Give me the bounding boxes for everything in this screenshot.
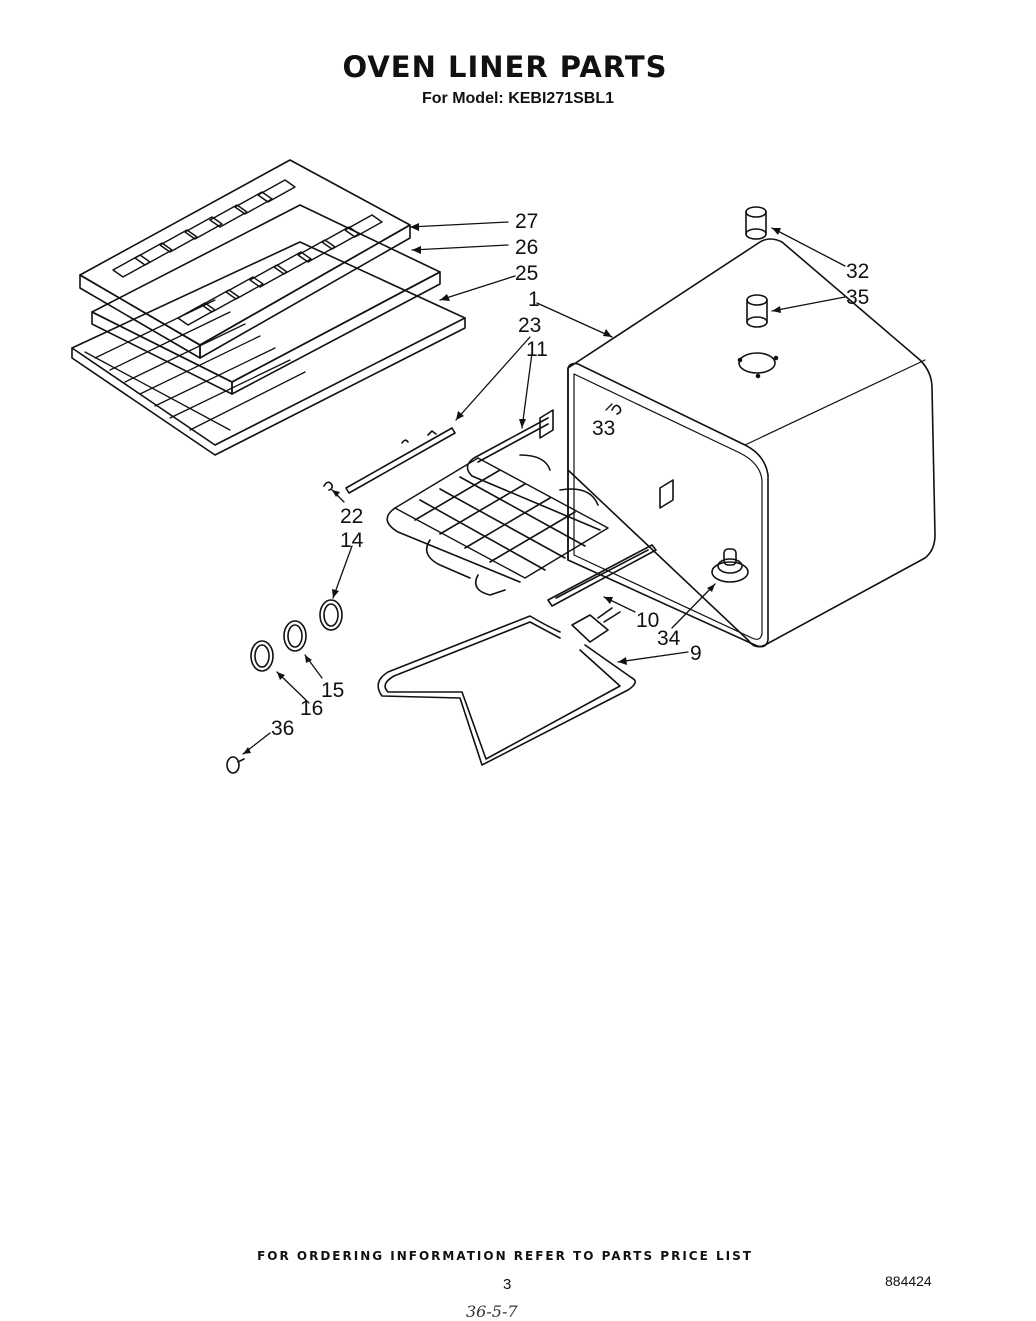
part-32-plug xyxy=(745,206,767,240)
callout-1: 1 xyxy=(528,288,540,311)
part-23-bracket-rail xyxy=(345,427,456,494)
part-9-bake-element xyxy=(377,607,636,766)
callout-22: 22 xyxy=(340,505,363,528)
part-14-ring xyxy=(319,599,343,631)
callout-32: 32 xyxy=(846,260,869,283)
callout-33: 33 xyxy=(592,417,615,440)
callout-35: 35 xyxy=(846,286,869,309)
part-33-clip xyxy=(611,404,622,415)
part-25-wire-rack xyxy=(71,241,466,456)
part-27-vented-panel xyxy=(79,159,411,359)
leader-arrowheads xyxy=(243,223,781,754)
part-11-broil-element xyxy=(386,417,609,596)
callout-14: 14 xyxy=(340,529,364,552)
document-number: 884424 xyxy=(885,1273,932,1289)
part-26-tray xyxy=(91,204,441,395)
callout-15: 15 xyxy=(321,679,344,702)
ordering-info-footer: FOR ORDERING INFORMATION REFER TO PARTS … xyxy=(257,1249,753,1263)
page-number: 3 xyxy=(503,1276,512,1293)
leader-lines xyxy=(242,221,846,755)
callout-25: 25 xyxy=(515,262,538,285)
callout-16: 16 xyxy=(300,697,323,720)
part-35-plug xyxy=(746,294,768,328)
callout-23: 23 xyxy=(518,314,541,337)
part-1-oven-liner-box xyxy=(539,238,936,648)
callout-11: 11 xyxy=(526,338,548,361)
callout-27: 27 xyxy=(515,210,538,233)
part-15-ring xyxy=(283,620,307,652)
part-36-screw xyxy=(226,756,245,774)
callout-36: 36 xyxy=(271,717,294,740)
callout-10: 10 xyxy=(636,609,659,632)
part-22-clip xyxy=(323,481,333,491)
part-10-bracket-rail xyxy=(547,544,657,607)
page-title: OVEN LINER PARTS xyxy=(342,50,668,84)
callout-26: 26 xyxy=(515,236,538,259)
handwritten-mark: 36-5-7 xyxy=(466,1302,518,1321)
callout-9: 9 xyxy=(690,642,702,665)
callout-34: 34 xyxy=(657,627,681,650)
model-subtitle: For Model: KEBI271SBL1 xyxy=(421,90,615,107)
part-16-ring xyxy=(250,640,274,672)
